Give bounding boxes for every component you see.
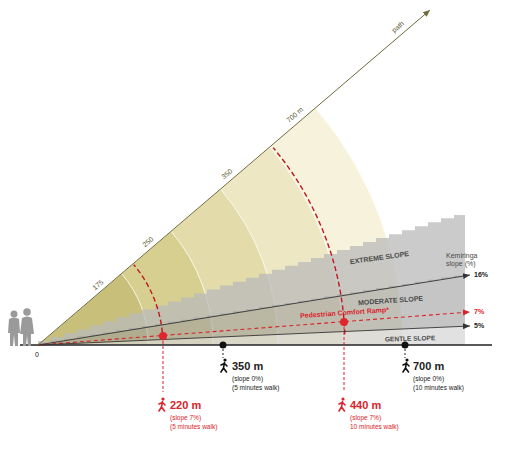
walker-icon [403,358,409,372]
distance-mark: 350 [220,167,234,180]
walker-head [223,358,226,361]
marker-dot [159,332,167,340]
axis-title: Kemiringa slope (%) [446,252,492,267]
distance-value: 220 m [170,399,201,411]
note: (slope 7%) [170,414,201,421]
distance-value: 350 m [232,360,263,372]
slope-value: 5% [474,322,484,330]
axis-label: path [390,20,405,35]
ramp-label: Pedestrian Comfort Ramp* [300,306,389,320]
marker-dot [340,318,348,326]
walker-body [339,402,345,412]
people-silhouette [8,308,34,346]
slope-line [38,275,470,345]
path-line [38,10,430,345]
note: (slope 0%) [232,375,263,382]
note: 10 minutes walk) [350,423,399,430]
band-label: EXTREME SLOPE [349,250,409,266]
band-label: MODERATE SLOPE [358,295,424,307]
walker-icon [159,397,165,411]
comfort-slope-line [38,312,470,345]
walker-icons [159,358,409,411]
marker-dot [402,342,409,349]
note: (10 minutes walk) [413,384,464,391]
note: (slope 0%) [413,375,444,382]
walker-head [341,397,344,400]
walker-body [221,363,227,373]
walker-body [159,402,165,412]
slope-value: 7% [474,308,484,316]
ground-line [20,344,492,346]
walker-head [405,358,408,361]
walker-head [161,397,164,400]
walker-icon [221,358,227,372]
leader-line [163,336,164,392]
comfort-radius-arc [273,148,345,335]
distance-value: 700 m [413,360,444,372]
distance-mark: 250 [141,236,155,249]
distance-value: 440 m [350,399,381,411]
origin-label: 0 [35,351,39,359]
extreme-slope-band [38,215,465,345]
marker-dot [220,342,227,349]
distance-mark: 700 m [285,106,305,124]
walker-icon [339,397,345,411]
slope-value: 16% [474,271,488,279]
band-label: GENTLE SLOPE [385,334,435,342]
walker-body [403,363,409,373]
note: (5 minutes walk) [170,423,217,430]
leader-line [344,322,345,392]
note: (5 minutes walk) [232,384,279,391]
note: (slope 7%) [350,414,381,421]
distance-mark: 175 [91,278,105,291]
slope-bands [38,215,465,345]
